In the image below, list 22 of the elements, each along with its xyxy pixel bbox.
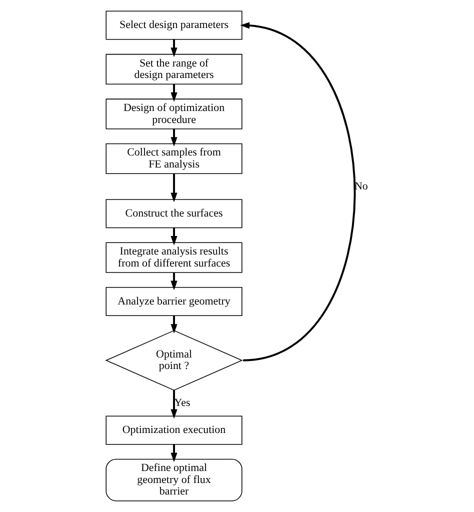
node-box: Design of optimization procedure [106, 98, 242, 130]
arrow [170, 272, 178, 290]
arrow [170, 316, 178, 334]
arrow [170, 128, 178, 147]
edge-label: No [354, 180, 368, 192]
edge-label: Yes [174, 397, 190, 410]
node-box: Set the range of design parameters [106, 54, 242, 85]
arrow [170, 84, 178, 102]
node-box: Optimization execution [106, 416, 242, 445]
node-box: Analyze barrier geometry [106, 287, 242, 316]
arrow [240, 22, 356, 362]
node-box: Select design parameters [106, 10, 242, 40]
node-box: Collect samples from FE analysis [106, 143, 242, 174]
node-diamond: Optimal point ? [105, 330, 243, 391]
node-box: Construct the surfaces [106, 199, 242, 228]
arrow [170, 390, 178, 419]
arrow [170, 444, 178, 462]
arrow [170, 39, 178, 58]
node-box: Define optimal geometry of flux barrier [106, 458, 242, 502]
arrow [170, 174, 178, 202]
node-box: Integrate analysis results from of different surfaces [106, 242, 242, 273]
arrow [170, 228, 178, 246]
